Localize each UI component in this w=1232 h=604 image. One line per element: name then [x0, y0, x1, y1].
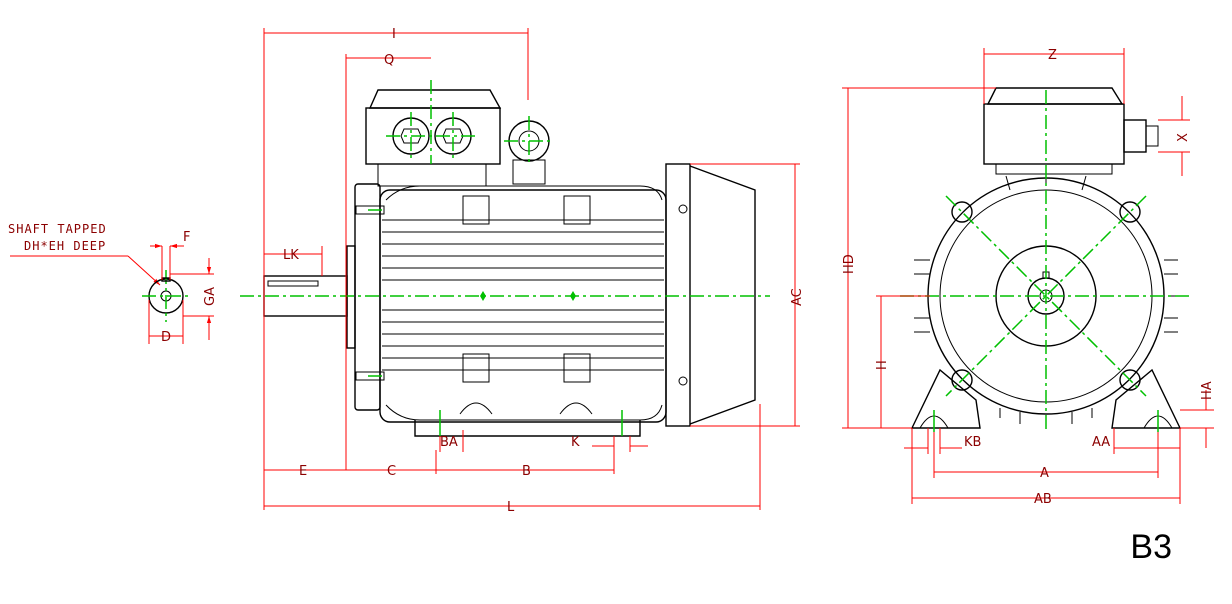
dim-Z: Z [1048, 48, 1057, 63]
dim-AB: AB [1034, 492, 1052, 507]
motor-side-view [240, 80, 770, 437]
dim-C: C [387, 464, 396, 479]
dim-F: F [183, 230, 190, 245]
dim-E: E [299, 464, 307, 479]
dim-HD: HD [842, 254, 857, 274]
dim-H: H [875, 360, 890, 370]
motor-end-view [900, 87, 1192, 432]
dim-D: D [161, 330, 171, 345]
dim-HA: HA [1200, 381, 1215, 400]
dim-X: X [1176, 133, 1191, 142]
shaft-note-line1: SHAFT TAPPED [8, 222, 107, 236]
shaft-end-detail: SHAFT TAPPED DH*EH DEEP F GA D [8, 222, 218, 345]
dim-A: A [1040, 466, 1049, 481]
dim-LK: LK [283, 248, 299, 263]
shaft-note-line2: DH*EH DEEP [24, 239, 106, 253]
dim-BA: BA [440, 435, 458, 450]
dim-AA: AA [1092, 435, 1110, 450]
dim-GA: GA [203, 287, 218, 306]
dim-Q: Q [384, 53, 394, 68]
dim-L: L [507, 500, 515, 515]
end-view-dimensions: Z X HD H HA KB AA A [842, 48, 1215, 507]
dim-B: B [522, 464, 531, 479]
side-view-dimensions: I Q LK AC BA K E C B L [263, 27, 805, 515]
dim-KB: KB [964, 435, 981, 450]
mounting-code-label: B3 [1130, 528, 1172, 566]
dim-AC: AC [790, 288, 805, 306]
dim-I: I [392, 27, 396, 42]
dim-K: K [571, 435, 580, 450]
side-fins [382, 219, 664, 371]
